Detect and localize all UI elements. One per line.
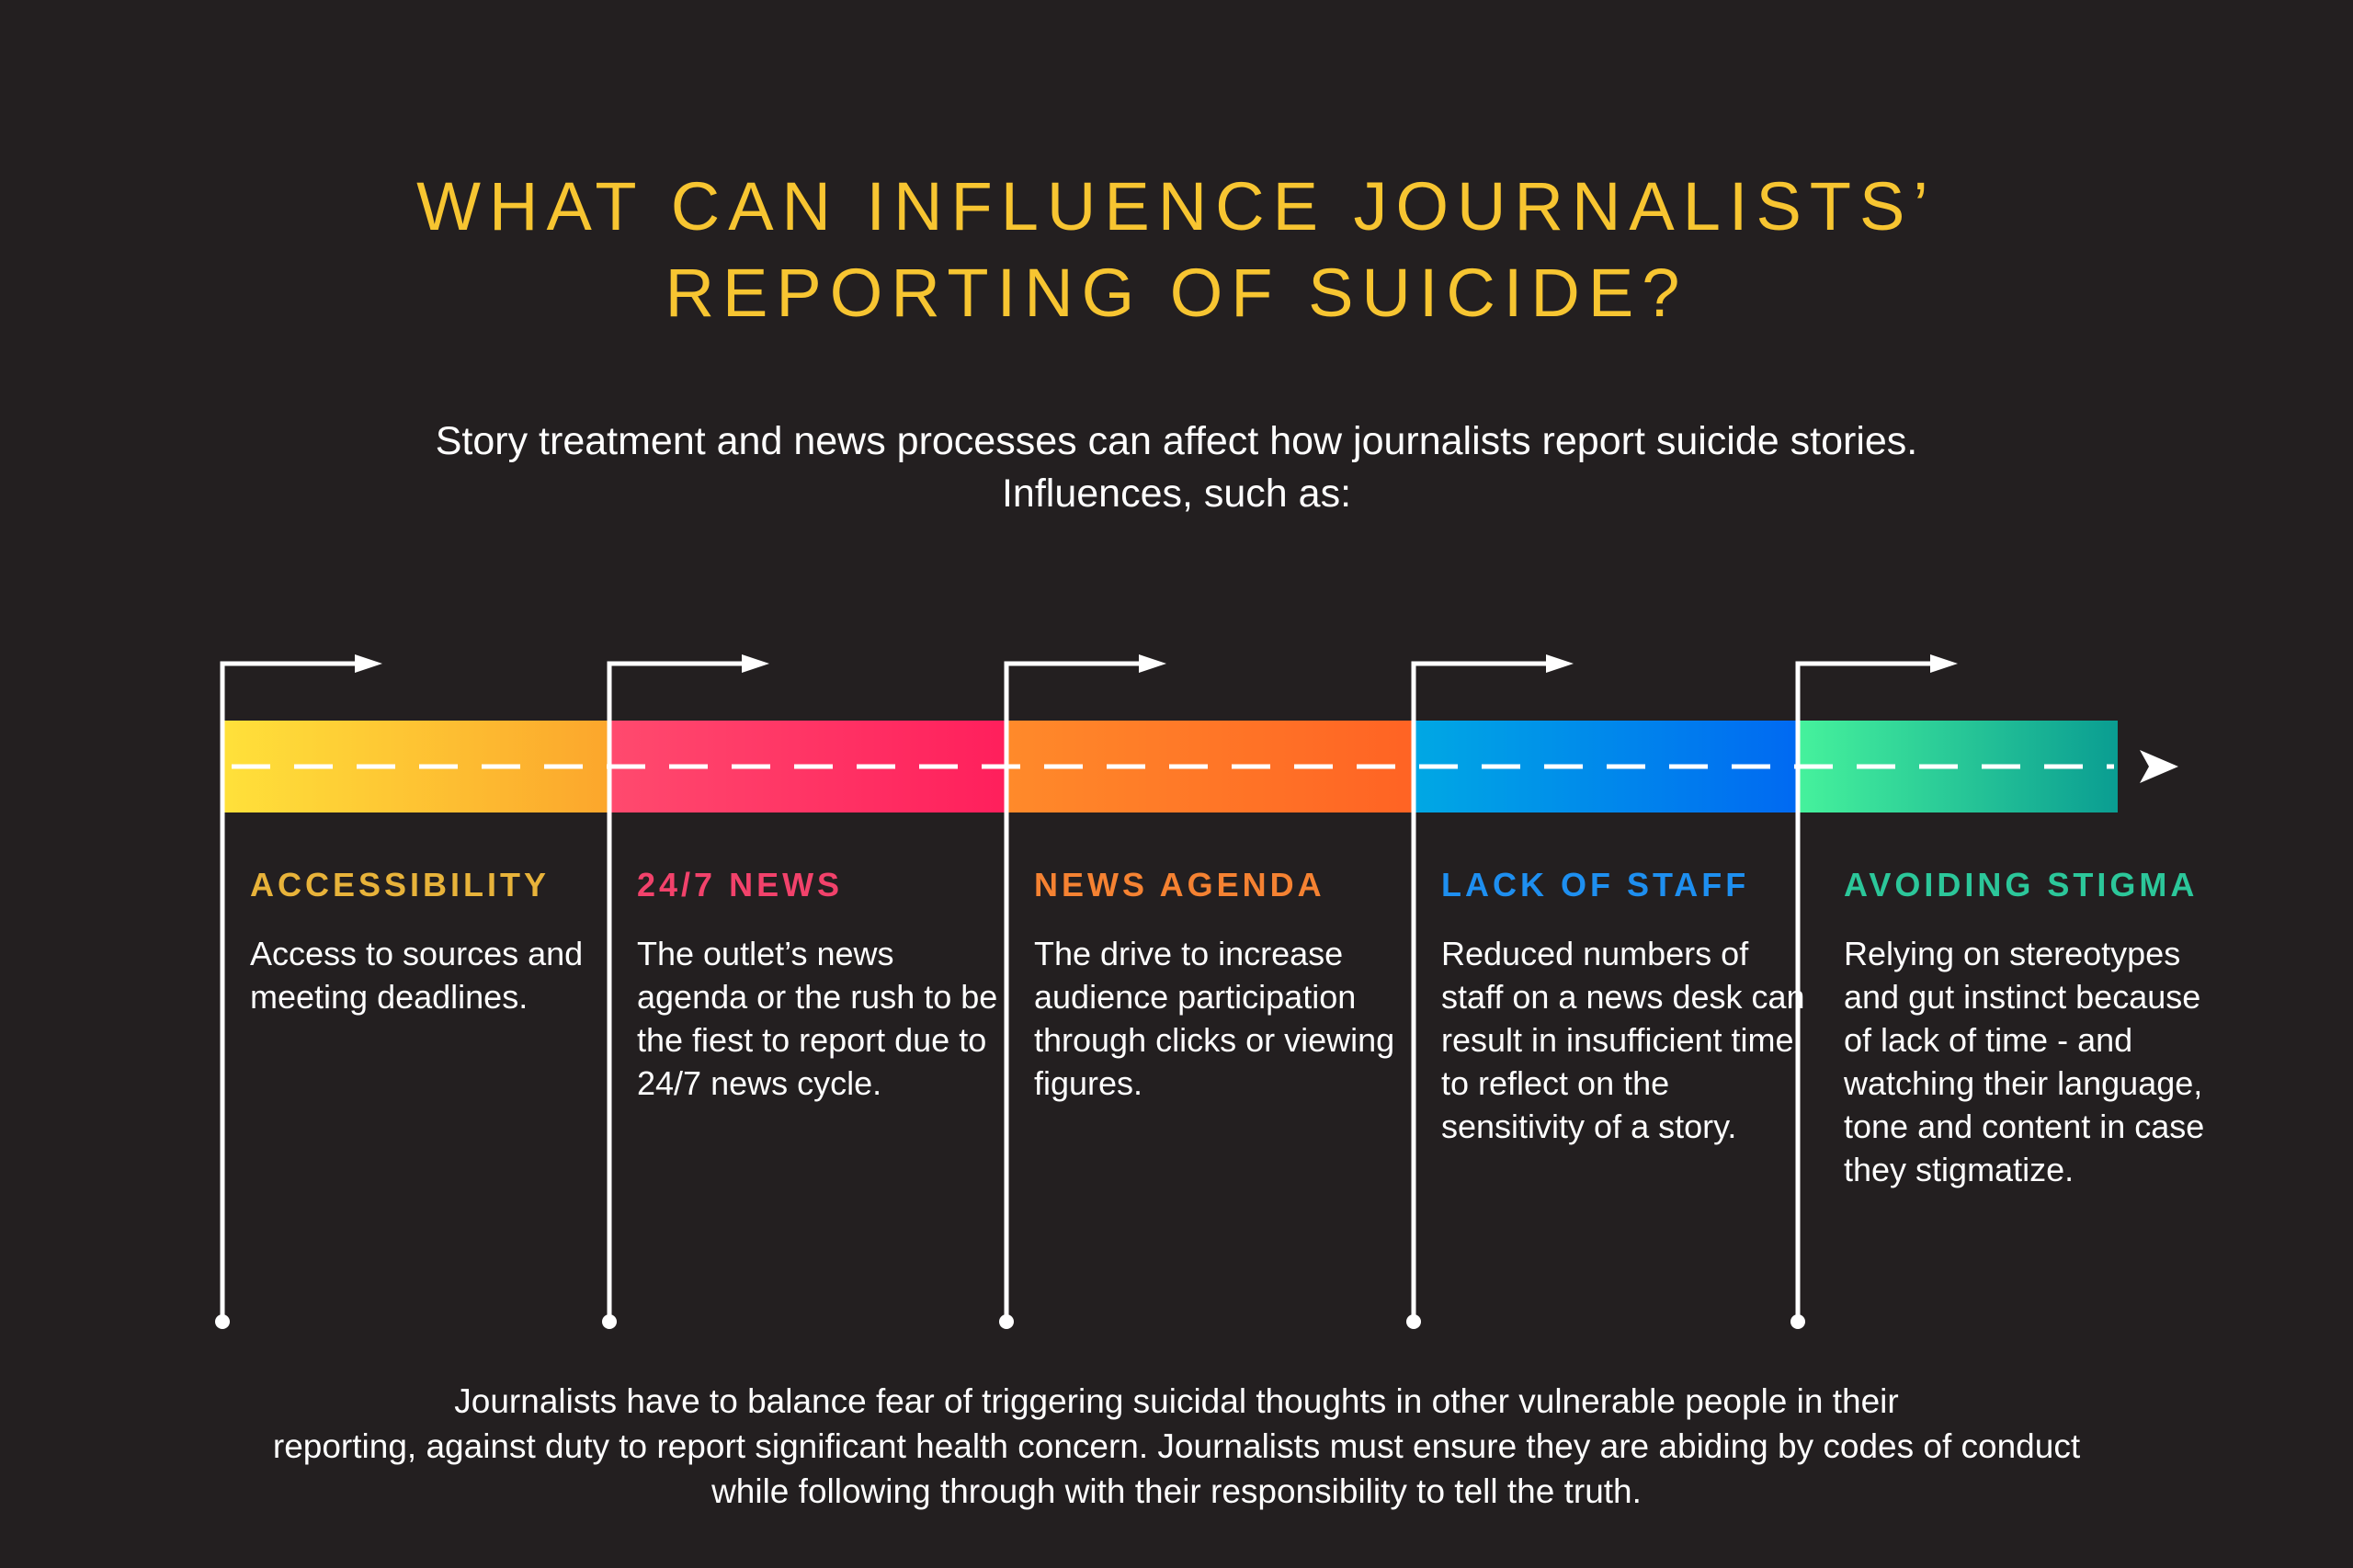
flag-arrow-icon (1139, 654, 1166, 673)
influence-description: The outlet’s news agenda or the rush to … (637, 935, 998, 1102)
flag-pole (1004, 661, 1142, 1322)
influence-description: The drive to increase audience participa… (1034, 935, 1395, 1102)
flag-base-dot (999, 1314, 1014, 1329)
influence-description: Access to sources and meeting deadlines. (250, 935, 584, 1016)
closing-text: Journalists have to balance fear of trig… (147, 1379, 2206, 1514)
influence-description: Reduced numbers of staff on a news desk … (1441, 935, 1805, 1145)
influence-avoiding-stigma: AVOIDING STIGMA Relying on stereotypes a… (1844, 862, 2211, 1191)
flag-arrow-icon (355, 654, 382, 673)
flag-pole (1795, 661, 1934, 1322)
influence-heading: ACCESSIBILITY (250, 866, 551, 903)
influence-news-agenda: NEWS AGENDA The drive to increase audien… (1034, 862, 1402, 1105)
influence-description: Relying on stereotypes and gut instinct … (1844, 935, 2205, 1188)
title-line-1: WHAT CAN INFLUENCE JOURNALISTS’ (416, 168, 1937, 244)
flag-base-dot (1406, 1314, 1421, 1329)
flag-base-dot (1790, 1314, 1805, 1329)
closing-line-3: while following through with their respo… (711, 1472, 1642, 1510)
influence-heading: NEWS AGENDA (1034, 866, 1325, 903)
influence-lack-of-staff: LACK OF STAFF Reduced numbers of staff o… (1441, 862, 1809, 1148)
flag-base-dot (215, 1314, 230, 1329)
flag-arrow-icon (1930, 654, 1958, 673)
flag-arrow-icon (1546, 654, 1574, 673)
flag-pole (220, 661, 358, 1322)
influence-24-7-news: 24/7 NEWS The outlet’s news agenda or th… (637, 862, 1005, 1105)
page-title: WHAT CAN INFLUENCE JOURNALISTS’ REPORTIN… (0, 164, 2353, 336)
flag-pole (607, 661, 745, 1322)
flag-pole (1411, 661, 1550, 1322)
influence-heading: AVOIDING STIGMA (1844, 866, 2199, 903)
influence-accessibility: ACCESSIBILITY Access to sources and meet… (250, 862, 618, 1018)
timeline-arrow-icon (2140, 750, 2178, 783)
intro-text: Story treatment and news processes can a… (435, 419, 1918, 516)
title-line-2: REPORTING OF SUICIDE? (665, 255, 1688, 331)
flag-base-dot (602, 1314, 617, 1329)
flag-arrow-icon (742, 654, 769, 673)
closing-line-1: Journalists have to balance fear of trig… (454, 1382, 1899, 1420)
closing-line-2: reporting, against duty to report signif… (272, 1427, 2081, 1465)
influence-heading: LACK OF STAFF (1441, 866, 1750, 903)
influence-heading: 24/7 NEWS (637, 866, 844, 903)
timeline-flags (215, 654, 1958, 1329)
